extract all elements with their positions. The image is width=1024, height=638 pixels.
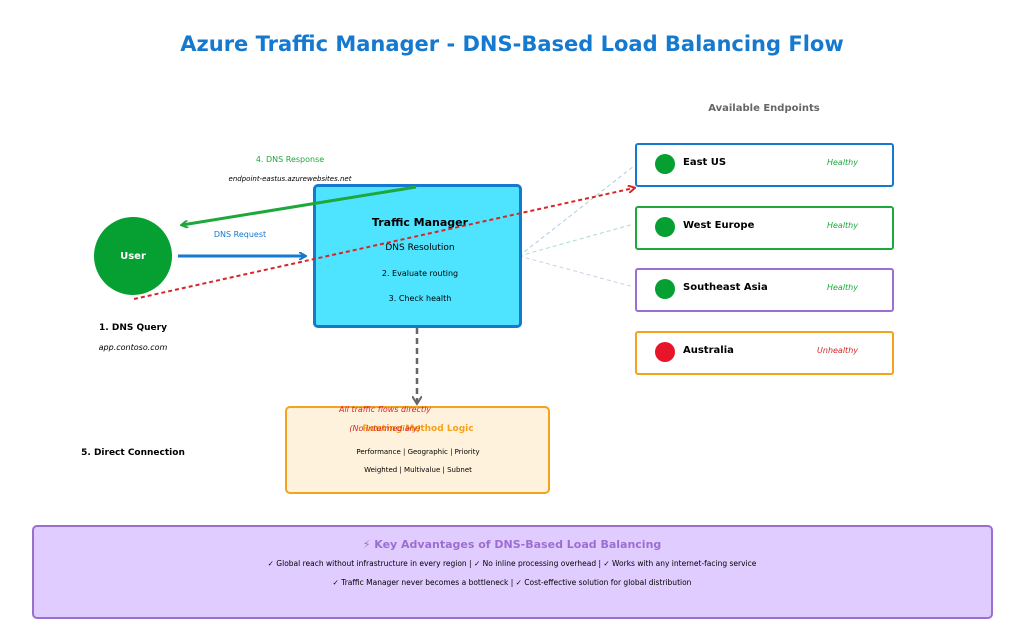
advantages-panel: ⚡ Key Advantages of DNS-Based Load Balan… [32,525,993,619]
dns-request-label: DNS Request [213,230,267,239]
endpoint-link-west-europe [518,223,635,257]
advantages-title: ⚡ Key Advantages of DNS-Based Load Balan… [362,538,662,551]
endpoint-name: Southeast Asia [683,282,768,293]
direct-note-2: (No intermediary) [349,424,421,433]
routing-line-2: Weighted | Multivalue | Subnet [364,466,472,474]
endpoint-status: Healthy [826,158,858,167]
endpoint-name: East US [683,157,727,168]
endpoint-australia[interactable]: Australia Unhealthy [635,331,894,375]
healthy-status-dot [655,217,675,237]
direct-connection-arrow [133,188,634,300]
page-title: Azure Traffic Manager - DNS-Based Load B… [180,32,844,56]
dns-response-label: 4. DNS Response [255,155,325,164]
endpoint-status: Healthy [826,221,858,230]
routing-line-1: Performance | Geographic | Priority [356,448,480,456]
direct-connection-label: 5. Direct Connection [81,448,185,458]
endpoint-southeast-asia[interactable]: Southeast Asia Healthy [635,268,894,312]
user-node: User [94,217,172,295]
healthy-status-dot [655,154,675,174]
routing-title: Routing Method Logic [362,424,474,434]
dns-response-arrow [182,185,417,225]
traffic-manager-box: Traffic Manager DNS Resolution 2. Evalua… [313,184,522,328]
endpoints-heading: Available Endpoints [708,103,820,114]
query-domain: app.contoso.com [98,343,168,352]
advantages-line-2: ✓ Traffic Manager never becomes a bottle… [332,578,692,587]
traffic-manager-title: Traffic Manager [371,216,469,229]
direct-note-1: All traffic flows directly [338,405,432,414]
tm-step-2: 2. Evaluate routing [381,269,459,278]
endpoint-link-east-us [518,165,635,257]
routing-method-box: Routing Method Logic Performance | Geogr… [285,406,550,494]
advantages-line-1: ✓ Global reach without infrastructure in… [267,559,757,568]
endpoint-name: Australia [683,345,734,356]
unhealthy-status-dot [655,342,675,362]
endpoint-status: Healthy [826,283,858,292]
dns-response-target: endpoint-eastus.azurewebsites.net [228,175,352,183]
endpoint-link-southeast-asia [518,255,635,288]
endpoint-name: West Europe [683,220,755,231]
healthy-status-dot [655,279,675,299]
tm-step-3: 3. Check health [388,294,452,303]
dns-query-step: 1. DNS Query [99,323,167,333]
tm-step-1: DNS Resolution [385,243,455,253]
endpoint-status: Unhealthy [817,346,858,355]
endpoint-east-us[interactable]: East US Healthy [635,143,894,187]
endpoint-west-europe[interactable]: West Europe Healthy [635,206,894,250]
user-label: User [120,250,146,262]
